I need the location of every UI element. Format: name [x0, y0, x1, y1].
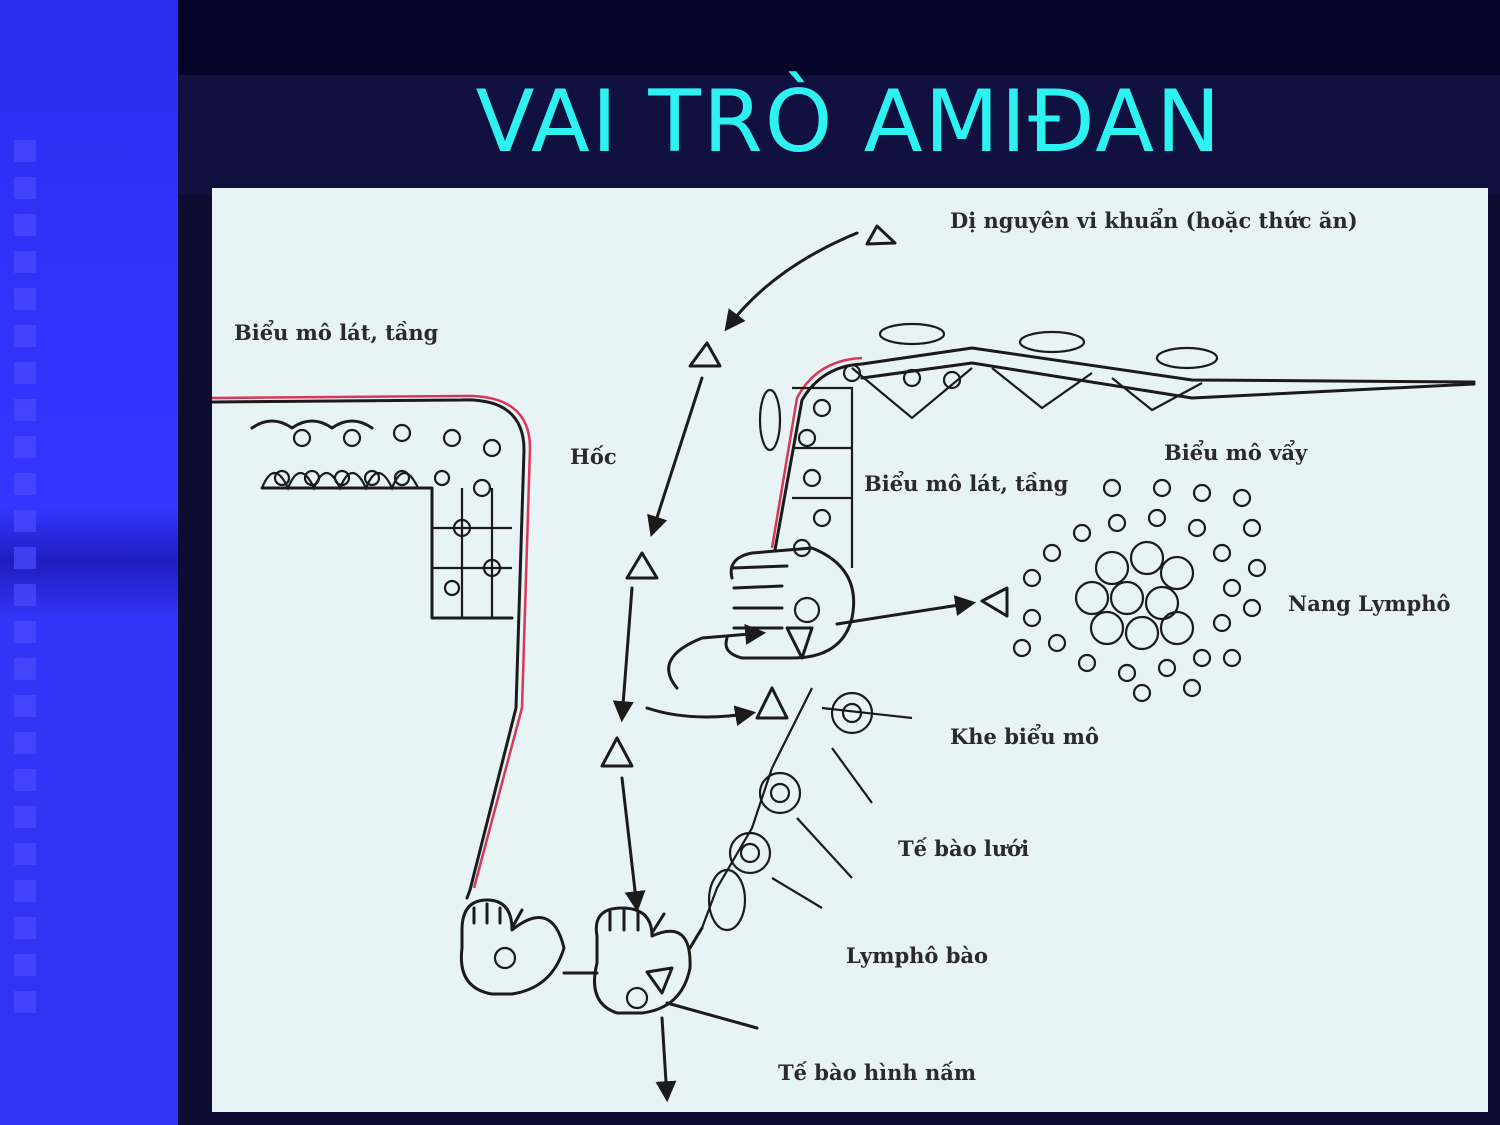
label-stratified-epithelium-left: Biểu mô lát, tầng [234, 320, 438, 345]
label-epithelial-cleft: Khe biểu mô [950, 724, 1099, 749]
crypt-walls [467, 348, 1474, 898]
decor-square [14, 473, 36, 495]
slide-title: VAI TRÒ AMIĐAN [178, 72, 1500, 172]
decor-square [14, 325, 36, 347]
decor-square [14, 214, 36, 236]
sidebar-decoration [0, 0, 178, 1125]
left-cell-circles [262, 425, 512, 618]
decor-square [14, 251, 36, 273]
decor-square [14, 140, 36, 162]
decor-square [14, 621, 36, 643]
label-lymphoid-follicle: Nang Lymphô [1288, 591, 1450, 616]
upper-mushroom-cell [726, 548, 854, 658]
decor-square [14, 436, 36, 458]
lower-wall-cells [702, 688, 912, 930]
left-epithelium [212, 396, 530, 890]
label-antigen: Dị nguyên vi khuẩn (hoặc thức ăn) [950, 208, 1358, 233]
label-mushroom-cell: Tế bào hình nấm [778, 1060, 976, 1085]
decor-square [14, 658, 36, 680]
decor-square [14, 510, 36, 532]
decor-square [14, 954, 36, 976]
square-pattern [14, 140, 38, 1040]
decor-square [14, 991, 36, 1013]
bottom-mushroom-cells [461, 900, 702, 1013]
tonsil-diagram: Dị nguyên vi khuẩn (hoặc thức ăn) Biểu m… [212, 188, 1488, 1112]
decor-square [14, 806, 36, 828]
decor-square [14, 880, 36, 902]
squamous-cells [760, 324, 1217, 568]
lymphoid-follicle [1014, 480, 1265, 701]
decor-square [14, 288, 36, 310]
label-stratified-epithelium-right: Biểu mô lát, tầng [864, 471, 1068, 496]
decor-square [14, 399, 36, 421]
label-lymphocyte: Lymphô bào [846, 943, 988, 968]
top-band [178, 0, 1500, 75]
flow-arrows [622, 233, 972, 1098]
decor-square [14, 695, 36, 717]
decor-square [14, 177, 36, 199]
label-squamous-epithelium: Biểu mô vẩy [1164, 440, 1307, 465]
label-reticular-cell: Tế bào lưới [898, 836, 1029, 861]
decor-square [14, 547, 36, 569]
decor-square [14, 732, 36, 754]
decor-square [14, 584, 36, 606]
decor-square [14, 769, 36, 791]
decor-square [14, 362, 36, 384]
decor-square [14, 917, 36, 939]
label-cavity: Hốc [570, 444, 617, 469]
decor-square [14, 843, 36, 865]
